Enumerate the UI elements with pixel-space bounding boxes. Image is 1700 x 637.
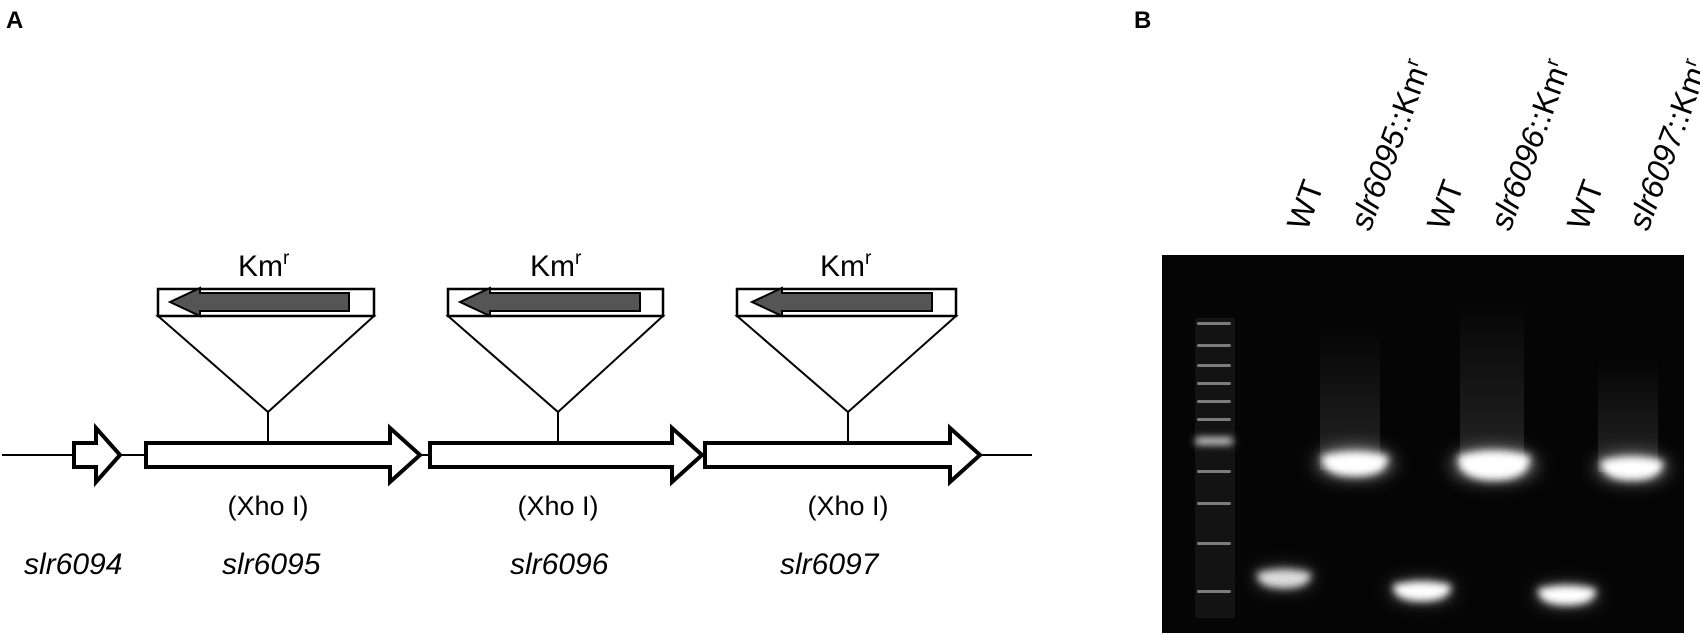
- lane-smear-6: [1598, 360, 1658, 472]
- lane-label-1: WT: [1280, 175, 1331, 234]
- insertion-triangle: [155, 315, 377, 414]
- lane-smear-2: [1320, 330, 1380, 470]
- ladder-band: [1197, 590, 1231, 593]
- lane-label-6: slr6097::Kmr: [1621, 55, 1700, 234]
- gel-band-lane-2: [1317, 449, 1393, 477]
- kanamycin-arrow-icon: [457, 286, 641, 318]
- km-cassette-3: Kmr (Xho I): [734, 248, 959, 521]
- gene-label-slr6094: slr6094: [24, 548, 122, 581]
- gel-band-lane-1: [1254, 568, 1314, 588]
- gene-arrow-slr6096: [428, 423, 705, 487]
- lane-label-2: slr6095::Kmr: [1343, 55, 1438, 234]
- ladder-band: [1197, 542, 1231, 545]
- ladder-band: [1197, 344, 1231, 347]
- lane-label-3: WT: [1420, 175, 1471, 234]
- km-cassette-2: Kmr (Xho I): [445, 248, 666, 521]
- lane-label-5: WT: [1560, 175, 1611, 234]
- ladder-band-bright: [1195, 438, 1233, 444]
- xhoi-site-label-2: (Xho I): [517, 491, 598, 521]
- gene-label-slr6095: slr6095: [222, 548, 321, 581]
- ladder-band: [1197, 400, 1231, 403]
- ladder-band: [1197, 418, 1231, 421]
- xhoi-site-label-1: (Xho I): [227, 491, 308, 521]
- ladder-band: [1197, 502, 1231, 505]
- ladder-band: [1197, 382, 1231, 385]
- gene-map: Kmr (Xho I) Kmr (Xho I) Kmr (Xho I): [2, 248, 1032, 581]
- panel-a-letter: A: [6, 7, 23, 34]
- gene-arrow-slr6097: [703, 423, 983, 487]
- gene-label-slr6097: slr6097: [780, 548, 880, 581]
- gel-image: [1162, 255, 1684, 633]
- cassette-label-2: Kmr: [530, 248, 582, 283]
- ladder-smear: [1195, 318, 1235, 618]
- lane-smear-4: [1460, 300, 1524, 470]
- xhoi-site-label-3: (Xho I): [807, 491, 888, 521]
- gel-band-lane-6: [1596, 455, 1668, 481]
- dna-ladder: [1195, 318, 1235, 618]
- insertion-triangle: [445, 315, 666, 414]
- panel-b-letter: B: [1134, 7, 1151, 34]
- gel-band-lane-4: [1452, 450, 1536, 480]
- ladder-band: [1197, 322, 1231, 325]
- kanamycin-arrow-icon: [749, 286, 933, 318]
- gene-arrow-slr6095: [144, 423, 423, 487]
- ladder-band: [1197, 470, 1231, 473]
- gene-arrow-slr6094: [72, 422, 123, 488]
- insertion-triangle: [734, 315, 959, 414]
- kanamycin-arrow-icon: [167, 286, 350, 318]
- gene-label-slr6096: slr6096: [510, 548, 609, 581]
- gel-panel: WT slr6095::Kmr WT slr6096::Kmr WT slr60…: [1162, 55, 1700, 633]
- gel-band-lane-5: [1535, 585, 1599, 605]
- gel-band-lane-3: [1390, 581, 1454, 601]
- cassette-label-1: Kmr: [238, 248, 290, 283]
- lane-label-4: slr6096::Kmr: [1483, 55, 1578, 234]
- ladder-band: [1197, 364, 1231, 367]
- km-cassette-1: Kmr (Xho I): [155, 248, 377, 521]
- cassette-label-3: Kmr: [820, 248, 872, 283]
